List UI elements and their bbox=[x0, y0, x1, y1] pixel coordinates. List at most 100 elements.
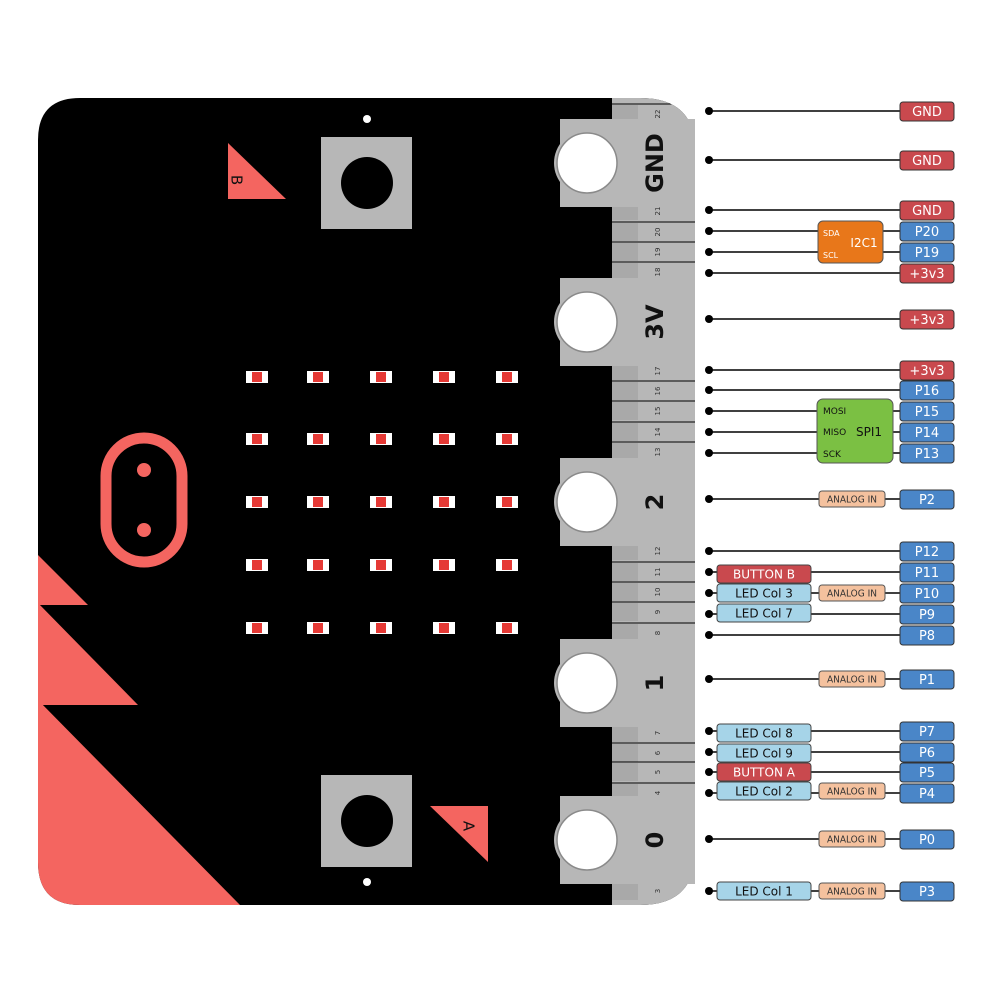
led-column-tag: LED Col 3 bbox=[716, 583, 812, 603]
led-column-tag: LED Col 8 bbox=[716, 723, 812, 743]
large-pin-1[interactable]: 1 bbox=[554, 639, 695, 727]
led bbox=[370, 559, 392, 571]
ring-dot-top bbox=[137, 463, 151, 477]
pin-label-text: P1 bbox=[919, 673, 935, 688]
pin-label-text: +3v3 bbox=[909, 267, 944, 282]
pin-label-text: P6 bbox=[919, 746, 935, 761]
edge-pad bbox=[612, 105, 638, 123]
pin-label-p4: P4 bbox=[899, 783, 955, 804]
pin-label-p7: P7 bbox=[899, 721, 955, 742]
edge-pin-number: 11 bbox=[654, 568, 662, 577]
large-pin-3v[interactable]: 3V bbox=[554, 278, 695, 366]
pin-line-dot bbox=[705, 835, 713, 843]
large-pin-label: 2 bbox=[641, 494, 669, 511]
edge-pad bbox=[612, 542, 638, 560]
pin-line-dot bbox=[705, 206, 713, 214]
led-die bbox=[439, 372, 449, 382]
edge-pin-number: 22 bbox=[654, 110, 662, 119]
pin-label-p8: P8 bbox=[899, 625, 955, 646]
edge-pin-number: 15 bbox=[654, 407, 662, 416]
led bbox=[307, 559, 329, 571]
edge-pad bbox=[612, 563, 638, 581]
pin-label-box bbox=[899, 881, 955, 902]
i2c-scl-label: SCL bbox=[823, 251, 839, 260]
pin-label-text: P11 bbox=[915, 566, 939, 581]
analog-in-tag: ANALOG IN bbox=[818, 584, 886, 602]
pin-label-text: P10 bbox=[915, 587, 939, 602]
led bbox=[246, 371, 268, 383]
mount-hole-top bbox=[363, 115, 371, 123]
mount-hole-bottom bbox=[363, 878, 371, 886]
led-die bbox=[439, 497, 449, 507]
edge-pin-number: 14 bbox=[654, 427, 662, 436]
function-tag-text: LED Col 3 bbox=[735, 587, 793, 601]
pin-line-dot bbox=[705, 568, 713, 576]
analog-tag-text: ANALOG IN bbox=[827, 675, 877, 686]
led bbox=[370, 622, 392, 634]
pin-label-text: GND bbox=[912, 105, 942, 120]
large-pin-0[interactable]: 0 bbox=[554, 796, 695, 884]
pin-label-p14: P14 bbox=[899, 422, 955, 443]
led bbox=[246, 433, 268, 445]
led-die bbox=[313, 560, 323, 570]
led-die bbox=[252, 497, 262, 507]
pin-label-text: P12 bbox=[915, 545, 939, 560]
edge-pad bbox=[612, 744, 638, 762]
led-die bbox=[439, 560, 449, 570]
pin-label-text: +3v3 bbox=[909, 313, 944, 328]
pin-labels: GNDGNDGNDP20P19+3v3+3v3+3v3P16P15P14P13P… bbox=[899, 101, 955, 902]
edge-pin-number: 6 bbox=[654, 750, 662, 755]
analog-tag-box bbox=[818, 882, 886, 900]
button-b[interactable] bbox=[321, 115, 412, 229]
pin-label-text: GND bbox=[912, 154, 942, 169]
button-b-marker: B bbox=[228, 143, 286, 199]
edge-pad bbox=[612, 443, 638, 461]
pin-line-dot bbox=[705, 156, 713, 164]
led-die bbox=[502, 497, 512, 507]
spi-mosi-label: MOSI bbox=[823, 407, 846, 417]
analog-in-tag: ANALOG IN bbox=[818, 882, 886, 900]
pin-line-dot bbox=[705, 428, 713, 436]
button-a[interactable] bbox=[321, 775, 412, 886]
led-die bbox=[376, 560, 386, 570]
pin-label-text: P9 bbox=[919, 608, 935, 623]
button-function-tag: BUTTON B bbox=[716, 564, 812, 584]
pin-label-p12: P12 bbox=[899, 541, 955, 562]
led bbox=[246, 496, 268, 508]
large-pin-hole bbox=[556, 291, 618, 353]
edge-pin-number: 16 bbox=[654, 386, 662, 395]
led bbox=[433, 496, 455, 508]
pin-label-box bbox=[899, 263, 955, 284]
led-die bbox=[252, 560, 262, 570]
edge-pad bbox=[612, 603, 638, 621]
spi-sck-label: SCK bbox=[823, 450, 842, 460]
edge-pad bbox=[612, 223, 638, 241]
edge-pad bbox=[612, 583, 638, 601]
pin-label-box bbox=[899, 360, 955, 381]
led-column-tag: LED Col 1 bbox=[716, 881, 812, 901]
pin-line-dot bbox=[705, 547, 713, 555]
large-pin-2[interactable]: 2 bbox=[554, 458, 695, 546]
pin-line-dot bbox=[705, 315, 713, 323]
led bbox=[433, 433, 455, 445]
analog-in-tag: ANALOG IN bbox=[818, 490, 886, 508]
pin-label-box bbox=[899, 101, 955, 122]
led-die bbox=[252, 372, 262, 382]
function-tag-text: BUTTON B bbox=[733, 568, 795, 582]
pin-label-p1: P1 bbox=[899, 669, 955, 690]
function-tag-box bbox=[716, 743, 812, 763]
spi-box bbox=[816, 398, 894, 464]
led bbox=[307, 622, 329, 634]
edge-pin-number: 21 bbox=[654, 207, 662, 216]
pin-line-dot bbox=[705, 589, 713, 597]
pin-line-dot bbox=[705, 789, 713, 797]
large-pin-gnd[interactable]: GND bbox=[554, 119, 695, 207]
pin-label-box bbox=[899, 242, 955, 263]
i2c-bus: SDA SCL I2C1 bbox=[817, 220, 884, 264]
pin-label-text: P0 bbox=[919, 833, 935, 848]
led-die bbox=[439, 623, 449, 633]
